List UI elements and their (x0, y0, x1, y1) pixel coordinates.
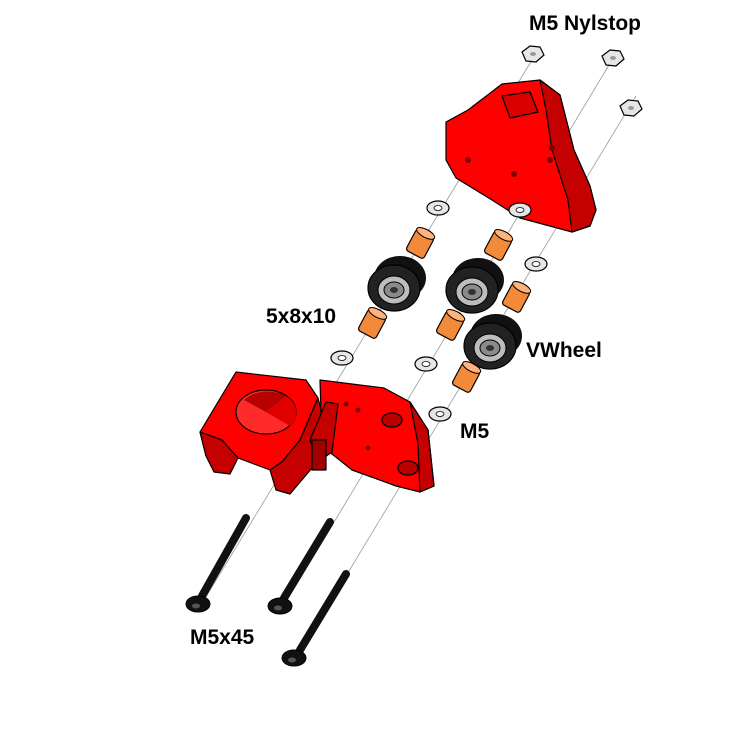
washer-1 (426, 200, 450, 216)
top-mount-plate (445, 79, 597, 233)
nut-3 (619, 99, 643, 117)
v-wheel-3 (463, 314, 522, 370)
washers (330, 200, 548, 422)
bolt-1 (185, 514, 250, 613)
nut-2 (601, 49, 625, 67)
label-spacer: 5x8x10 (266, 305, 336, 328)
spacer-5 (435, 309, 466, 341)
label-washer: M5 (460, 420, 489, 443)
label-bolt: M5x45 (190, 626, 255, 649)
bolts (185, 514, 350, 667)
label-vwheel: VWheel (526, 339, 602, 362)
spacer-2 (483, 229, 514, 261)
v-wheel-1 (367, 256, 426, 312)
washer-3 (524, 256, 548, 272)
washer-4 (330, 350, 354, 366)
label-nylstop: M5 Nylstop (529, 12, 641, 35)
spacer-1 (405, 227, 436, 259)
washer-2 (508, 202, 532, 218)
washer-5 (414, 356, 438, 372)
v-wheels (367, 256, 522, 370)
spacer-6 (451, 361, 482, 393)
bolt-3 (281, 570, 350, 667)
nut-1 (521, 45, 545, 63)
spacer-3 (501, 281, 532, 313)
bolt-2 (267, 518, 334, 615)
spacer-4 (357, 307, 388, 339)
v-wheel-2 (445, 258, 504, 314)
washer-6 (428, 406, 452, 422)
bottom-carriage-body (199, 371, 435, 495)
nylstop-nuts (521, 45, 643, 117)
spacers (357, 227, 532, 393)
